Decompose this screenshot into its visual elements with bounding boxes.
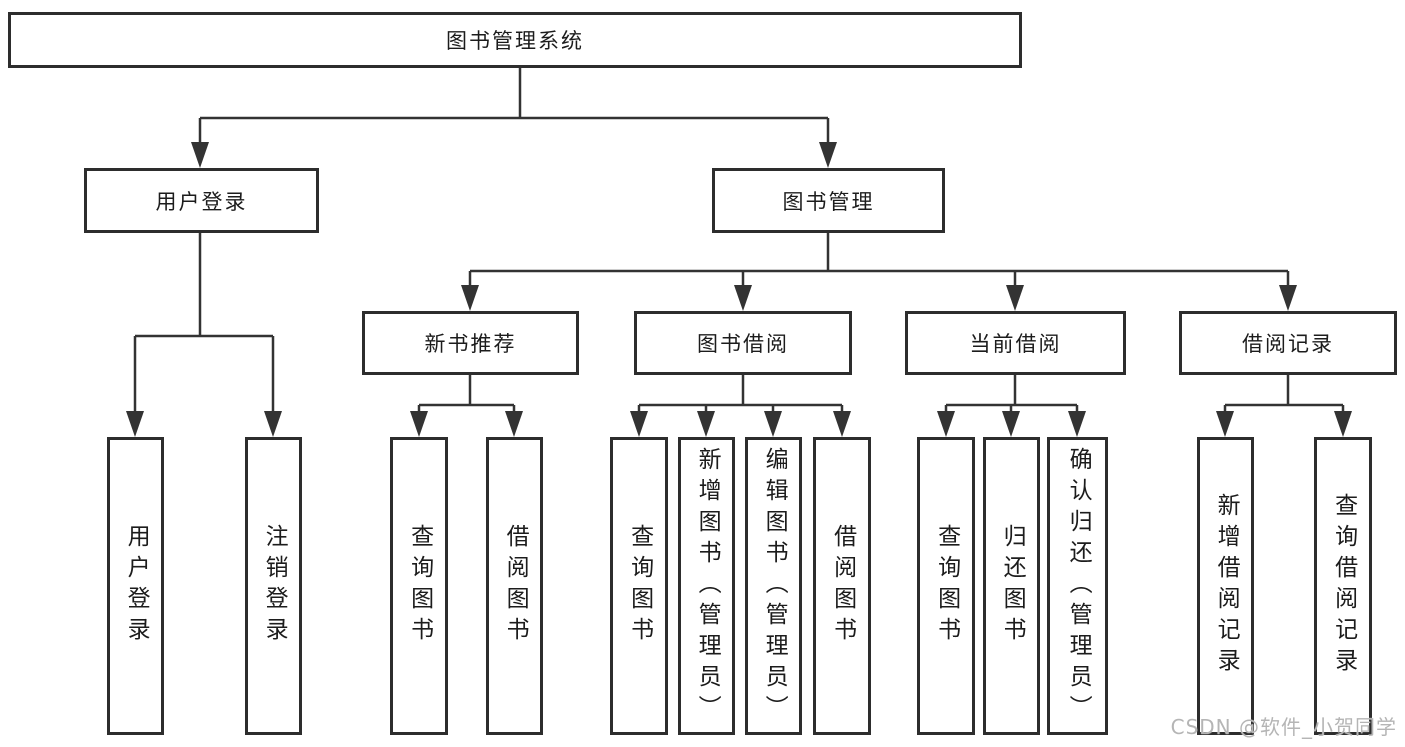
- arrowhead-icon: [461, 285, 479, 311]
- node-user-login: 用户登录: [84, 168, 319, 233]
- leaf-borrow-books-label: 借阅图书: [829, 524, 856, 648]
- leaf-recommend-query-books-label: 查询图书: [406, 524, 433, 648]
- leaf-user-login-label: 用户登录: [123, 524, 150, 648]
- leaf-edit-books-admin: 编辑图书（管理员）: [745, 437, 802, 735]
- leaf-user-login: 用户登录: [107, 437, 164, 735]
- leaf-confirm-return-admin-label: 确认归还（管理员）: [1065, 446, 1092, 726]
- node-borrow-records: 借阅记录: [1179, 311, 1397, 375]
- connector-current-borrow: [944, 375, 1079, 413]
- connector-root: [198, 68, 830, 144]
- leaf-recommend-borrow-books: 借阅图书: [486, 437, 543, 735]
- arrowhead-icon: [1002, 411, 1020, 437]
- node-new-book-recommend-label: 新书推荐: [424, 332, 517, 356]
- arrowhead-icon: [1216, 411, 1234, 437]
- node-book-borrow-label: 图书借阅: [697, 332, 789, 356]
- leaf-current-query-books: 查询图书: [917, 437, 975, 735]
- connector-new-book-recommend: [417, 375, 516, 413]
- arrowhead-icon: [819, 142, 837, 168]
- arrowhead-icon: [734, 285, 752, 311]
- arrowhead-icon: [937, 411, 955, 437]
- connector-user-login: [133, 233, 275, 413]
- leaf-edit-books-admin-label: 编辑图书（管理员）: [761, 446, 788, 726]
- arrowhead-icon: [1068, 411, 1086, 437]
- arrowhead-icon: [410, 411, 428, 437]
- connector-book-management: [468, 233, 1290, 287]
- arrowhead-icon: [630, 411, 648, 437]
- arrowhead-icon: [505, 411, 523, 437]
- leaf-query-borrow-record: 查询借阅记录: [1314, 437, 1372, 735]
- leaf-return-books-label: 归还图书: [999, 524, 1026, 648]
- connector-borrow-records: [1223, 375, 1345, 413]
- node-book-management: 图书管理: [712, 168, 945, 233]
- csdn-watermark: CSDN @软件_小贺同学: [1170, 715, 1397, 739]
- arrowhead-icon: [1334, 411, 1352, 437]
- arrowhead-icon: [697, 411, 715, 437]
- node-root: 图书管理系统: [8, 12, 1022, 68]
- leaf-recommend-borrow-books-label: 借阅图书: [502, 524, 529, 648]
- arrowhead-icon: [833, 411, 851, 437]
- leaf-borrow-query-books: 查询图书: [610, 437, 668, 735]
- leaf-current-query-books-label: 查询图书: [933, 524, 960, 648]
- leaf-return-books: 归还图书: [983, 437, 1040, 735]
- node-borrow-records-label: 借阅记录: [1242, 332, 1334, 356]
- leaf-confirm-return-admin: 确认归还（管理员）: [1047, 437, 1108, 735]
- arrowhead-icon: [126, 411, 144, 437]
- leaf-query-borrow-record-label: 查询借阅记录: [1330, 493, 1357, 679]
- arrowheads: [126, 142, 1352, 437]
- arrowhead-icon: [1279, 285, 1297, 311]
- node-current-borrow-label: 当前借阅: [969, 332, 1062, 356]
- leaf-recommend-query-books: 查询图书: [390, 437, 448, 735]
- arrowhead-icon: [191, 142, 209, 168]
- node-root-label: 图书管理系统: [446, 29, 584, 53]
- leaf-add-borrow-record: 新增借阅记录: [1197, 437, 1254, 735]
- leaf-borrow-query-books-label: 查询图书: [626, 524, 653, 648]
- node-book-borrow: 图书借阅: [634, 311, 852, 375]
- leaf-logout: 注销登录: [245, 437, 302, 735]
- leaf-add-books-admin: 新增图书（管理员）: [678, 437, 735, 735]
- leaf-logout-label: 注销登录: [261, 524, 288, 648]
- arrowhead-icon: [264, 411, 282, 437]
- node-user-login-label: 用户登录: [155, 189, 248, 214]
- leaf-borrow-books: 借阅图书: [813, 437, 871, 735]
- arrowhead-icon: [764, 411, 782, 437]
- connector-book-borrow: [637, 375, 844, 413]
- arrowhead-icon: [1006, 285, 1024, 311]
- leaf-add-books-admin-label: 新增图书（管理员）: [694, 446, 721, 726]
- leaf-add-borrow-record-label: 新增借阅记录: [1213, 493, 1240, 679]
- node-current-borrow: 当前借阅: [905, 311, 1126, 375]
- node-new-book-recommend: 新书推荐: [362, 311, 579, 375]
- node-book-management-label: 图书管理: [782, 189, 875, 214]
